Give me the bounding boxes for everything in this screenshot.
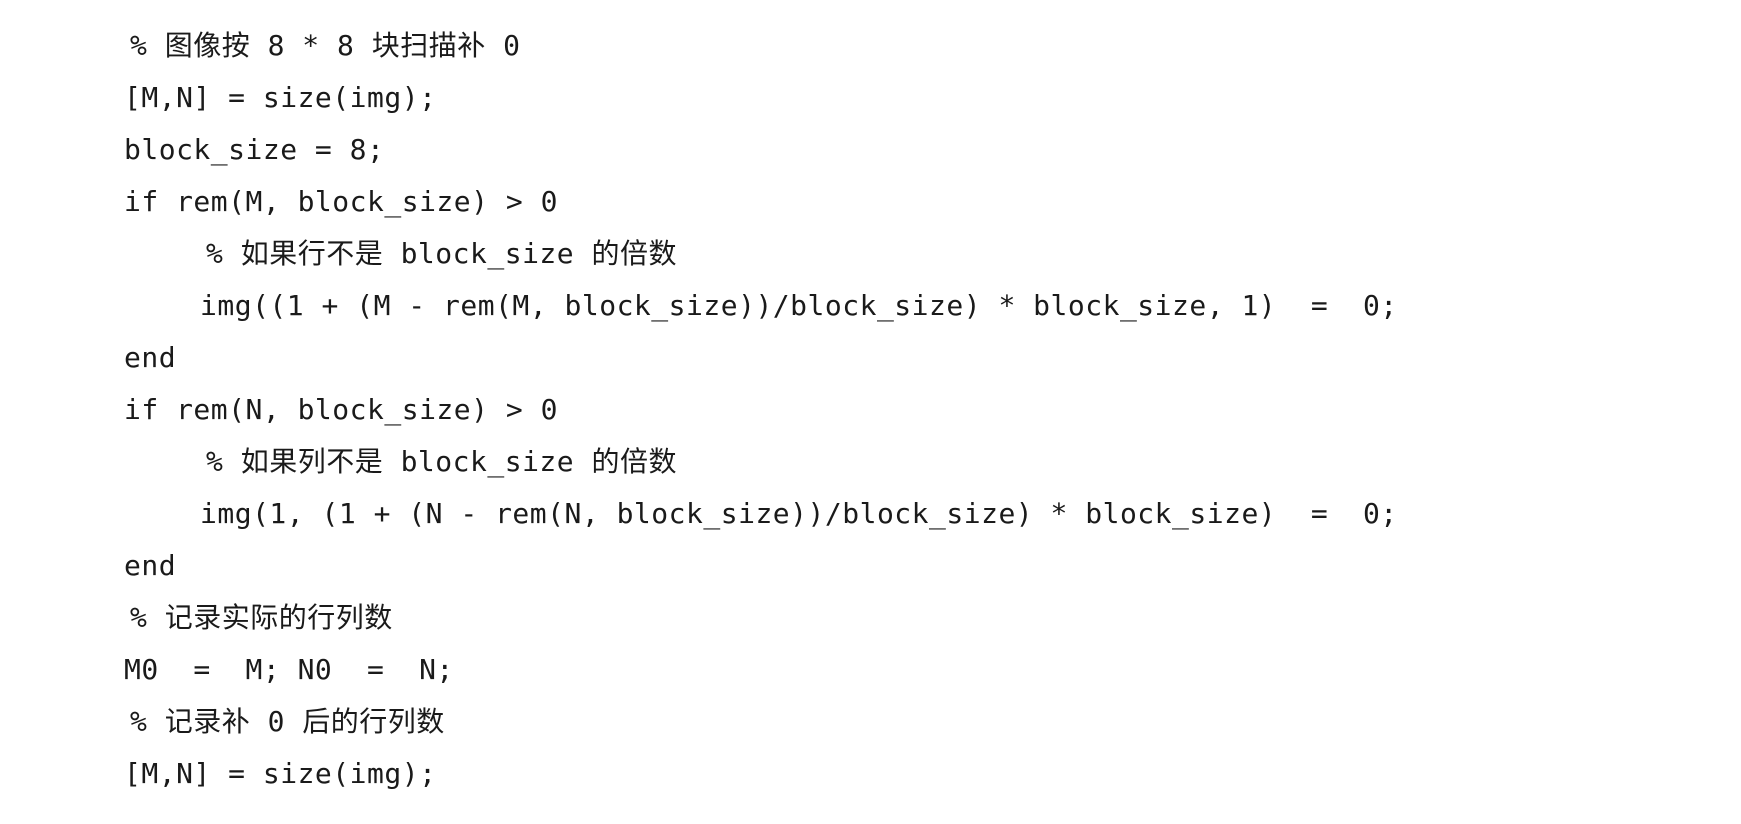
code-line: end — [124, 549, 177, 582]
code-comment: % 如果行不是 block_size 的倍数 — [206, 237, 678, 270]
code-comment: % 如果列不是 block_size 的倍数 — [206, 445, 678, 478]
code-line: end — [124, 341, 177, 374]
code-line: [M,N] = size(img); — [124, 81, 437, 114]
code-line: M0 = M; N0 = N; — [124, 653, 454, 686]
code-comment: % 图像按 8 * 8 块扫描补 0 — [130, 29, 521, 62]
code-line: img((1 + (M - rem(M, block_size))/block_… — [200, 289, 1398, 322]
code-line: [M,N] = size(img); — [124, 757, 437, 790]
code-comment: % 记录实际的行列数 — [130, 601, 393, 634]
code-line: block_size = 8; — [124, 133, 385, 166]
code-line: if rem(M, block_size) > 0 — [124, 185, 558, 218]
code-comment: % 记录补 0 后的行列数 — [130, 705, 445, 738]
code-line: if rem(N, block_size) > 0 — [124, 393, 558, 426]
code-line: img(1, (1 + (N - rem(N, block_size))/blo… — [200, 497, 1398, 530]
